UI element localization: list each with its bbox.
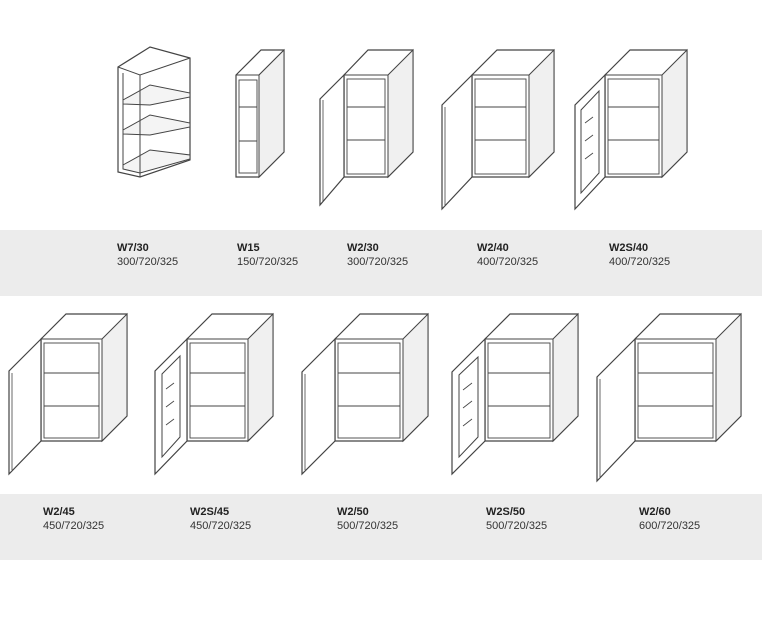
cabinet-w2-40-drawing (440, 47, 560, 212)
cabinet-code: W2/60 (639, 506, 671, 518)
cabinet-w2-60-label: W2/60 600/720/325 (639, 505, 700, 533)
cabinet-w7-30-drawing (115, 45, 195, 180)
cabinet-w2-45-label: W2/45 450/720/325 (43, 505, 104, 533)
cabinet-code: W2/50 (337, 506, 369, 518)
cabinet-code: W15 (237, 242, 260, 254)
cabinet-code: W2/40 (477, 242, 509, 254)
cabinet-w7-30-label: W7/30 300/720/325 (117, 241, 178, 269)
cabinet-w2-60-drawing (595, 311, 745, 486)
cabinet-dims: 600/720/325 (639, 520, 701, 532)
cabinet-w2-40-label: W2/40 400/720/325 (477, 241, 538, 269)
cabinet-w2-50-drawing (300, 311, 435, 476)
cabinet-dims: 500/720/325 (486, 520, 548, 532)
cabinet-dims: 500/720/325 (337, 520, 399, 532)
cabinet-dims: 400/720/325 (609, 256, 671, 268)
cabinet-w2-45-drawing (7, 311, 132, 476)
cabinet-w2s-40-label: W2S/40 400/720/325 (609, 241, 670, 269)
cabinet-w2s-45-label: W2S/45 450/720/325 (190, 505, 251, 533)
cabinet-code: W2S/45 (190, 506, 230, 518)
cabinet-dims: 300/720/325 (117, 256, 179, 268)
cabinet-w15-label: W15 150/720/325 (237, 241, 298, 269)
cabinet-dims: 450/720/325 (190, 520, 252, 532)
cabinet-code: W2S/50 (486, 506, 526, 518)
cabinet-w2-50-label: W2/50 500/720/325 (337, 505, 398, 533)
cabinet-w2-30-drawing (318, 47, 418, 207)
label-band-top (0, 230, 762, 296)
cabinet-w2s-40-drawing (573, 47, 693, 212)
label-band-bottom (0, 494, 762, 560)
cabinet-dims: 150/720/325 (237, 256, 299, 268)
cabinet-w15-drawing (233, 47, 288, 179)
cabinet-w2s-45-drawing (153, 311, 278, 476)
cabinet-dims: 450/720/325 (43, 520, 105, 532)
cabinet-code: W2S/40 (609, 242, 649, 254)
cabinet-dims: 300/720/325 (347, 256, 409, 268)
cabinet-code: W2/30 (347, 242, 379, 254)
cabinet-w2s-50-label: W2S/50 500/720/325 (486, 505, 547, 533)
cabinet-w2s-50-drawing (450, 311, 585, 476)
cabinet-code: W2/45 (43, 506, 75, 518)
cabinet-code: W7/30 (117, 242, 149, 254)
cabinet-dims: 400/720/325 (477, 256, 539, 268)
cabinet-w2-30-label: W2/30 300/720/325 (347, 241, 408, 269)
